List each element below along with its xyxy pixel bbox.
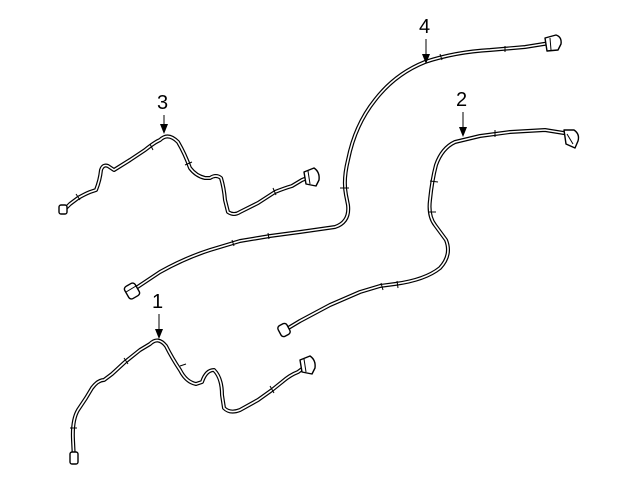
clip-band xyxy=(70,357,275,429)
end-fitting xyxy=(58,204,68,215)
end-fitting xyxy=(563,129,580,149)
tube-part-2[interactable] xyxy=(277,128,580,338)
arrow-icon xyxy=(422,54,430,64)
end-fitting xyxy=(123,282,141,300)
callout-number: 1 xyxy=(152,291,163,313)
callout-3: 3 xyxy=(157,92,168,134)
callout-1: 1 xyxy=(152,291,163,339)
end-fitting xyxy=(299,355,316,375)
arrow-icon xyxy=(459,127,467,137)
callout-2: 2 xyxy=(456,89,467,137)
callout-number: 4 xyxy=(419,16,430,38)
clip-band xyxy=(380,130,496,291)
tube-part-3[interactable] xyxy=(58,134,320,216)
callout-number: 3 xyxy=(157,92,168,114)
end-fitting xyxy=(277,322,291,338)
tube-part-1[interactable] xyxy=(69,338,316,465)
clip-band xyxy=(231,46,506,247)
end-fitting xyxy=(544,34,562,52)
arrow-icon xyxy=(160,124,168,134)
clip-band xyxy=(75,143,277,201)
callout-number: 2 xyxy=(456,89,467,111)
end-fitting xyxy=(69,451,79,465)
arrow-icon xyxy=(155,329,163,339)
end-fitting xyxy=(303,167,320,187)
callout-4: 4 xyxy=(419,16,430,64)
